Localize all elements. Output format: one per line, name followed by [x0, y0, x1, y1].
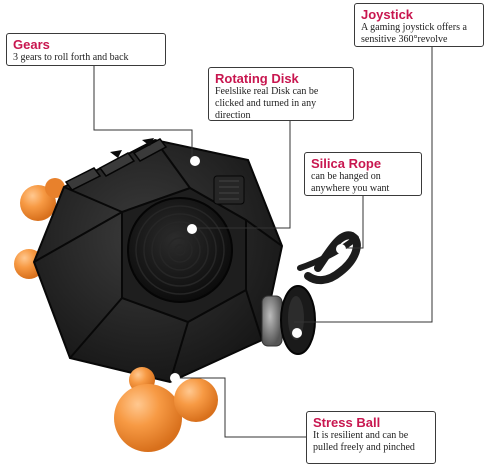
callout-title-rotating-disk: Rotating Disk: [215, 71, 299, 86]
joystick: [261, 285, 316, 355]
callout-title-gears: Gears: [13, 37, 50, 52]
leader-lines: [93, 47, 433, 438]
callout-gears: Gears 3 gears to roll forth and back: [6, 33, 166, 66]
callout-title-stress-ball: Stress Ball: [313, 415, 381, 430]
callout-joystick: Joystick A gaming joystick offers a sens…: [354, 3, 484, 47]
callout-silica-rope: Silica Rope can be hanged on anywhere yo…: [304, 152, 422, 196]
callout-dots: [170, 156, 346, 383]
gears: [64, 138, 168, 191]
callout-desc-rotating-disk: Feelslike real Disk can be clicked and t…: [215, 86, 319, 121]
callout-title-joystick: Joystick: [361, 7, 414, 22]
callout-desc-joystick: A gaming joystick offers a sensitive 360…: [361, 22, 467, 45]
stress-ball-front: [114, 367, 218, 452]
silica-rope: [297, 231, 361, 285]
callout-desc-silica-rope: can be hanged on anywhere you want: [311, 171, 390, 194]
callout-stress-ball: Stress Ball It is resilient and can be p…: [306, 411, 436, 464]
callout-desc-stress-ball: It is resilient and can be pulled freely…: [313, 430, 415, 453]
callout-desc-gears: 3 gears to roll forth and back: [13, 52, 129, 63]
grip-buttons: [213, 175, 245, 205]
callout-rotating-disk: Rotating Disk Feelslike real Disk can be…: [208, 67, 354, 121]
callout-title-silica-rope: Silica Rope: [311, 156, 382, 171]
rotating-disk: [127, 197, 233, 303]
